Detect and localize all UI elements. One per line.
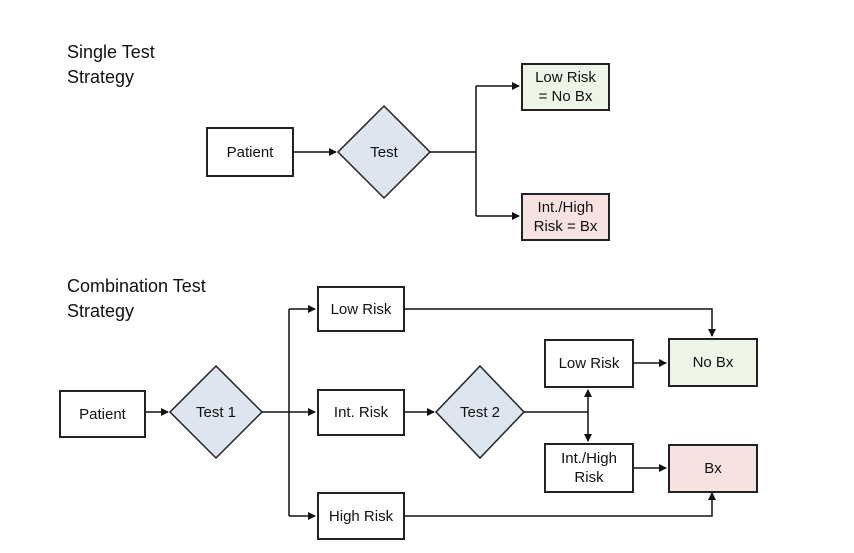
test1-label: Test 1 xyxy=(195,403,237,421)
combo-patient-box: Patient xyxy=(59,390,146,438)
test2-diamond xyxy=(434,364,526,460)
test1-diamond xyxy=(168,364,264,460)
single-strategy-title: Single Test Strategy xyxy=(67,42,155,87)
int-high-risk2-box: Int./High Risk xyxy=(544,443,634,493)
test-label: Test xyxy=(370,143,398,161)
bx-box: Bx xyxy=(668,444,758,493)
test-diamond xyxy=(336,104,432,200)
low-risk-to-nobx-arrow xyxy=(405,308,716,337)
int-risk-box: Int. Risk xyxy=(317,389,405,436)
combination-strategy-title: Combination Test Strategy xyxy=(67,276,206,321)
int-high-risk-bx-box: Int./High Risk = Bx xyxy=(521,193,610,241)
patient-box: Patient xyxy=(206,127,294,177)
high-risk-box: High Risk xyxy=(317,492,405,540)
no-bx-box: No Bx xyxy=(668,338,758,387)
low-risk2-box: Low Risk xyxy=(544,339,634,388)
low-risk-no-bx-box: Low Risk = No Bx xyxy=(521,63,610,111)
test2-label: Test 2 xyxy=(459,403,501,421)
low-risk-box: Low Risk xyxy=(317,286,405,332)
high-risk-to-bx-arrow xyxy=(405,492,716,517)
